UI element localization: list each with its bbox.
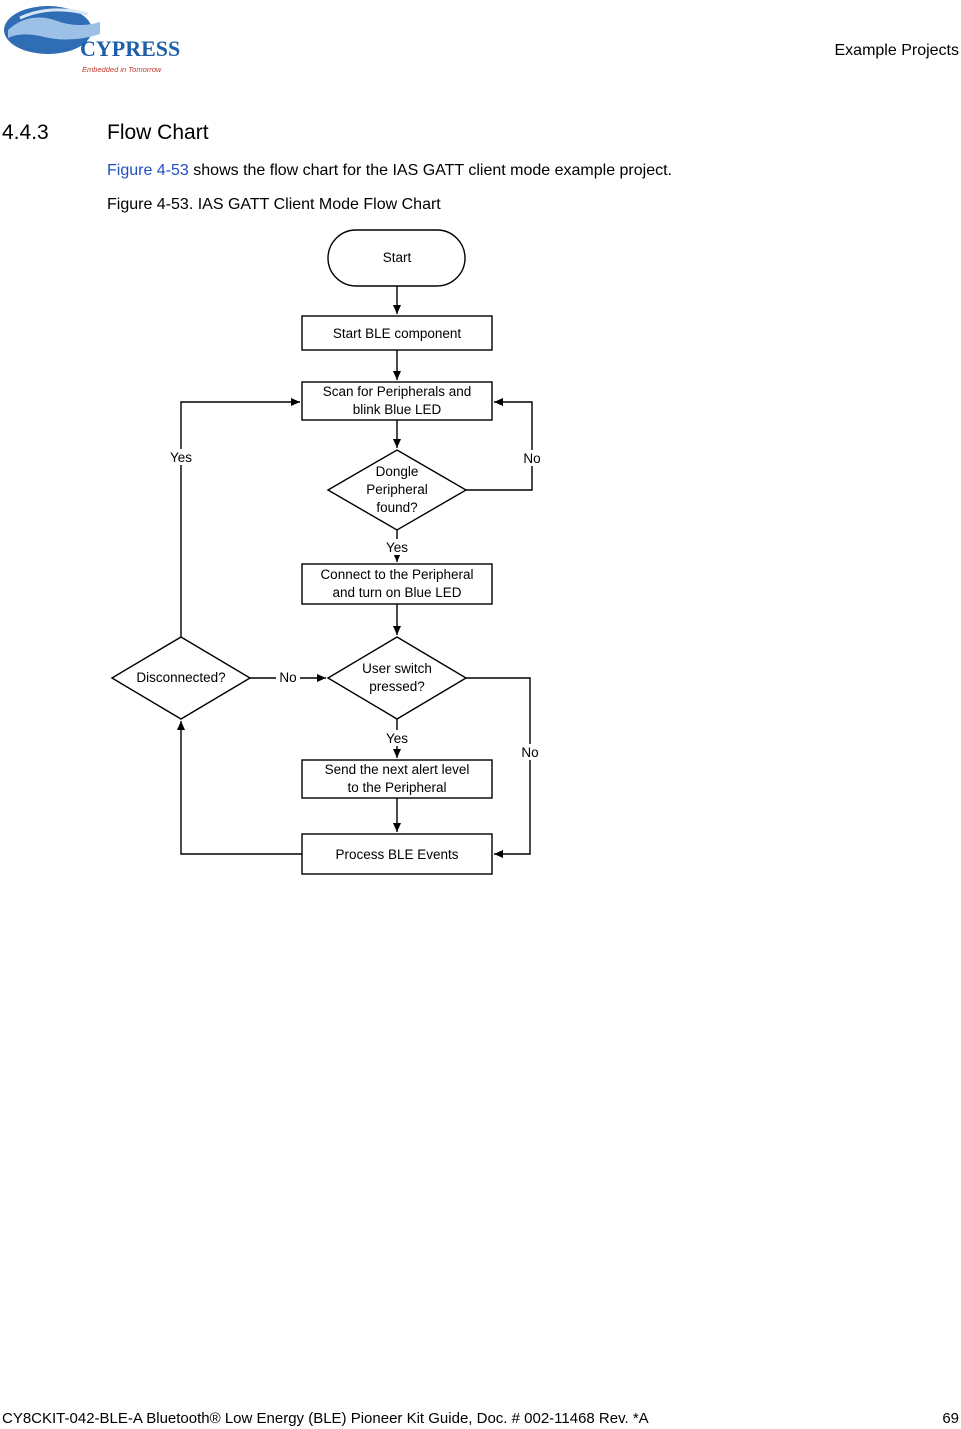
edge-label-yes-disconnected: Yes — [170, 450, 192, 465]
logo-swoosh-shape — [8, 17, 100, 40]
cypress-logo: CYPRESS Embedded in Tomorrow — [4, 6, 180, 74]
connect-box — [301, 563, 493, 605]
dongle-label-line1: Dongle — [376, 464, 419, 479]
send-alert-box — [301, 759, 493, 799]
edge-label-no-switch: No — [521, 745, 538, 760]
footer-page-number: 69 — [942, 1410, 959, 1427]
edge-dongle-no-loop — [466, 398, 533, 491]
start-label: Start — [383, 250, 412, 265]
footer-document-title: CY8CKIT-042-BLE-A Bluetooth® Low Energy … — [2, 1410, 649, 1427]
send-label-line2: to the Peripheral — [347, 780, 446, 795]
switch-label-line1: User switch — [362, 661, 432, 676]
edge-label-yes-dongle: Yes — [386, 540, 408, 555]
edge-label-yes-switch: Yes — [386, 731, 408, 746]
edge-process-to-disconnected — [177, 721, 302, 855]
disconnected-label: Disconnected? — [136, 670, 225, 685]
figure-reference-link[interactable]: Figure 4-53 — [107, 162, 189, 179]
process-events-box — [301, 833, 493, 875]
connect-label-line1: Connect to the Peripheral — [320, 567, 473, 582]
dongle-label-line3: found? — [376, 500, 417, 515]
edge-switch-no — [466, 677, 531, 858]
logo-tagline: Embedded in Tomorrow — [82, 65, 162, 74]
scan-label-line1: Scan for Peripherals and — [323, 384, 472, 399]
running-header: Example Projects — [834, 42, 960, 59]
body-paragraph-text: shows the flow chart for the IAS GATT cl… — [188, 162, 672, 179]
scan-label-line2: blink Blue LED — [353, 402, 442, 417]
switch-label-line2: pressed? — [369, 679, 425, 694]
user-switch-decision — [326, 636, 468, 720]
section-number: 4.4.3 — [2, 121, 49, 144]
connect-label-line2: and turn on Blue LED — [332, 585, 461, 600]
process-label: Process BLE Events — [335, 847, 458, 862]
section-title: Flow Chart — [107, 121, 209, 144]
disconnected-decision — [110, 636, 252, 720]
edge-disconnected-yes — [180, 398, 300, 637]
dongle-label-line2: Peripheral — [366, 482, 428, 497]
logo-wordmark: CYPRESS — [80, 36, 180, 61]
edge-label-no-disconnected: No — [279, 670, 296, 685]
edge-label-no-dongle: No — [523, 451, 540, 466]
figure-caption: Figure 4-53. IAS GATT Client Mode Flow C… — [107, 196, 441, 213]
start-ble-label: Start BLE component — [333, 326, 462, 341]
body-paragraph: Figure 4-53 shows the flow chart for the… — [107, 162, 672, 180]
send-label-line1: Send the next alert level — [325, 762, 470, 777]
